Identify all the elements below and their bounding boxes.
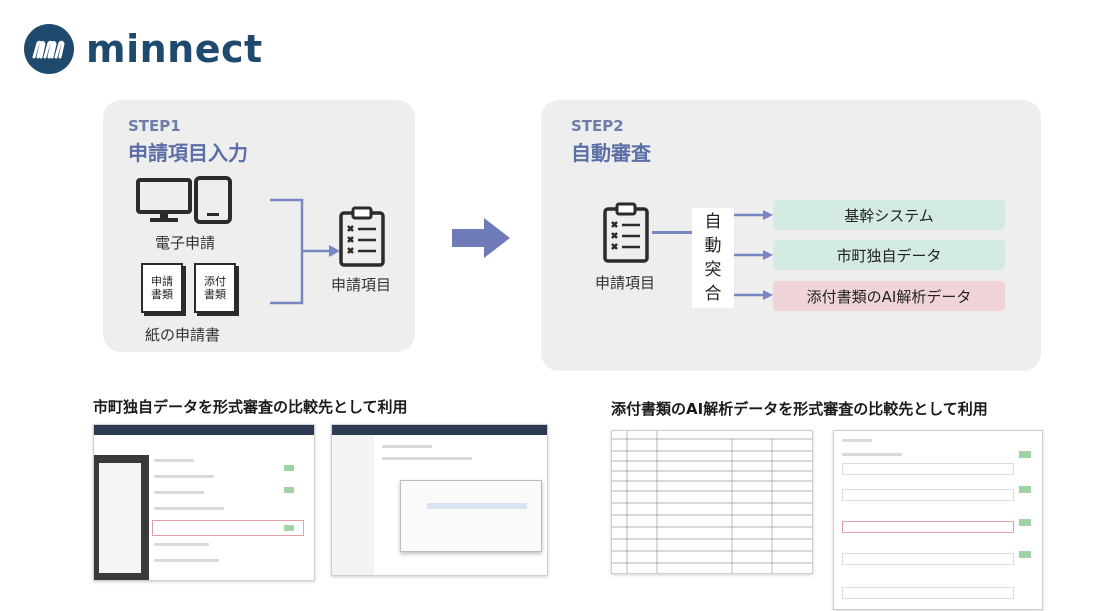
thumb-tag bbox=[1019, 519, 1031, 526]
result-municipal-data-label: 市町独自データ bbox=[836, 246, 942, 265]
clipboard-icon bbox=[339, 206, 385, 267]
merge-connector bbox=[270, 198, 340, 305]
brand-logo: minnect bbox=[24, 24, 263, 74]
result-ai-analysis: 添付書類のAI解析データ bbox=[773, 281, 1005, 311]
thumb-tag bbox=[284, 487, 294, 493]
screenshot-thumbnail-settings-ui bbox=[331, 424, 548, 576]
thumb-tag bbox=[284, 465, 294, 471]
thumb-tag bbox=[284, 525, 294, 531]
thumb-input bbox=[842, 489, 1014, 501]
paper-application-doc: 申請 書類 bbox=[141, 263, 183, 313]
paper-attachment-doc: 添付 書類 bbox=[194, 263, 236, 313]
result-core-system: 基幹システム bbox=[773, 200, 1005, 230]
thumb-sidebar bbox=[332, 435, 374, 575]
paper-doc1-text: 申請 書類 bbox=[151, 275, 173, 301]
step2-input-label: 申請項目 bbox=[595, 274, 656, 292]
auto-match-box: 自 動 突 合 bbox=[692, 208, 734, 308]
thumb-input-highlight bbox=[842, 521, 1014, 533]
caption-ai-analysis: 添付書類のAI解析データを形式審査の比較先として利用 bbox=[611, 400, 988, 418]
step2-label: STEP2 bbox=[571, 117, 624, 135]
screenshot-thumbnail-ai-result bbox=[833, 430, 1043, 610]
thumb-topbar bbox=[332, 425, 547, 435]
thumb-tag bbox=[1019, 486, 1031, 493]
paper-doc2-text: 添付 書類 bbox=[204, 275, 226, 301]
form-grid-icon bbox=[612, 431, 812, 573]
clipboard-icon-step2 bbox=[603, 202, 649, 263]
thumb-doc-page bbox=[99, 463, 141, 573]
result-core-system-label: 基幹システム bbox=[844, 206, 934, 225]
electronic-application-label: 電子申請 bbox=[155, 234, 216, 252]
step-arrow-icon bbox=[452, 218, 510, 258]
step1-title: 申請項目入力 bbox=[128, 141, 248, 165]
result-municipal-data: 市町独自データ bbox=[773, 240, 1005, 270]
thumb-tag bbox=[1019, 551, 1031, 558]
thumb-tag bbox=[1019, 451, 1031, 458]
computer-tablet-icon bbox=[136, 176, 232, 224]
screenshot-thumbnail-review-ui bbox=[93, 424, 315, 581]
brand-name: minnect bbox=[86, 27, 263, 71]
thumb-input bbox=[842, 553, 1014, 565]
paper-application-label: 紙の申請書 bbox=[145, 326, 221, 344]
caption-municipal-data: 市町独自データを形式審査の比較先として利用 bbox=[93, 398, 408, 416]
thumb-input bbox=[842, 463, 1014, 475]
step2-input-connector bbox=[652, 231, 692, 234]
auto-match-char-1: 自 bbox=[704, 212, 722, 232]
auto-match-char-3: 突 bbox=[704, 260, 722, 280]
step2-title: 自動審査 bbox=[571, 141, 651, 165]
auto-match-char-2: 動 bbox=[704, 236, 722, 256]
thumb-highlight-row bbox=[152, 520, 304, 536]
step1-label: STEP1 bbox=[128, 117, 181, 135]
thumb-dialog bbox=[400, 480, 542, 552]
thumb-dialog-row bbox=[427, 503, 527, 509]
auto-match-char-4: 合 bbox=[704, 284, 722, 304]
logo-mark-icon bbox=[24, 24, 74, 74]
result-arrows bbox=[734, 210, 773, 300]
result-ai-analysis-label: 添付書類のAI解析データ bbox=[806, 287, 972, 306]
screenshot-thumbnail-form-doc bbox=[611, 430, 813, 574]
thumb-input bbox=[842, 587, 1014, 599]
step1-output-label: 申請項目 bbox=[331, 276, 392, 294]
thumb-topbar bbox=[94, 425, 314, 435]
